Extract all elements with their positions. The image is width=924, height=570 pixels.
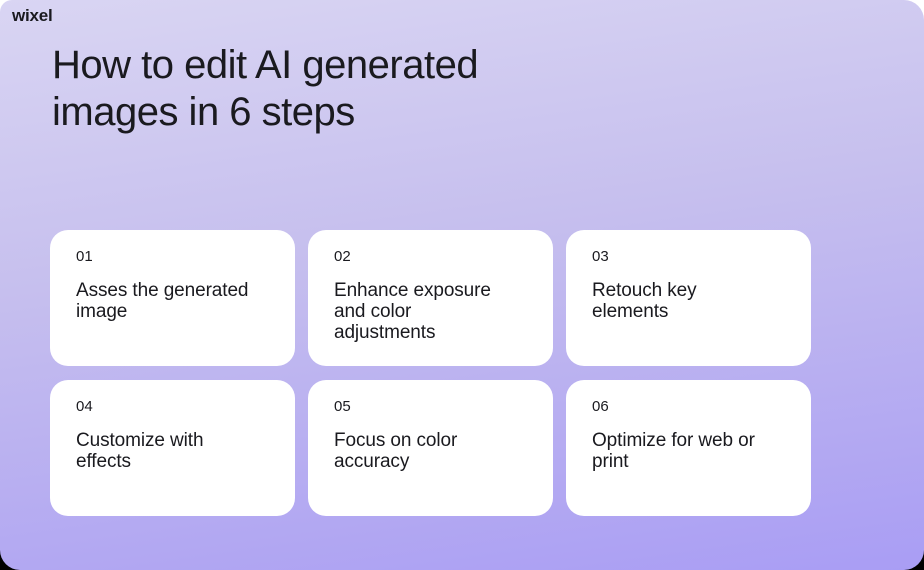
step-number: 06 xyxy=(592,398,609,415)
step-card-6: 06 Optimize for web or print xyxy=(566,380,811,516)
step-label: Optimize for web or print xyxy=(592,430,755,472)
step-card-4: 04 Customize with effects xyxy=(50,380,295,516)
step-label: Customize with effects xyxy=(76,430,204,472)
step-card-1: 01 Asses the generated image xyxy=(50,230,295,366)
steps-grid: 01 Asses the generated image 02 Enhance … xyxy=(50,230,811,516)
step-number: 04 xyxy=(76,398,93,415)
step-number: 03 xyxy=(592,248,609,265)
step-card-3: 03 Retouch key elements xyxy=(566,230,811,366)
step-label: Retouch key elements xyxy=(592,280,697,322)
step-number: 05 xyxy=(334,398,351,415)
step-card-2: 02 Enhance exposure and color adjustment… xyxy=(308,230,553,366)
step-number: 02 xyxy=(334,248,351,265)
step-label: Enhance exposure and color adjustments xyxy=(334,280,491,343)
step-label: Asses the generated image xyxy=(76,280,249,322)
step-number: 01 xyxy=(76,248,93,265)
brand-logo: wixel xyxy=(12,6,53,25)
step-card-5: 05 Focus on color accuracy xyxy=(308,380,553,516)
page-title: How to edit AI generated images in 6 ste… xyxy=(52,43,479,134)
step-label: Focus on color accuracy xyxy=(334,430,458,472)
